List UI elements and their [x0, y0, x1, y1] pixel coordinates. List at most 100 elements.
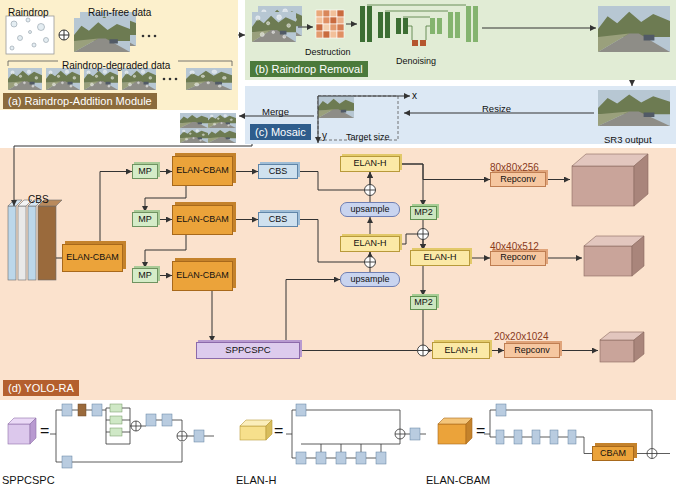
elan-cbam-block: CBAM — [592, 446, 634, 461]
annotation-text: SPPCSPC — [2, 474, 55, 486]
cbs-slabs — [8, 200, 22, 206]
sppcspc-structure — [50, 408, 214, 462]
connector — [14, 144, 252, 206]
block-label: Repconv — [500, 253, 536, 263]
output-tensor — [634, 332, 644, 362]
sppcspc-structure — [131, 421, 187, 441]
sppcspc-icon — [8, 418, 36, 444]
rain-free-images — [142, 35, 157, 38]
block-label: MP — [138, 271, 152, 281]
block-label: ELAN-H — [353, 239, 386, 249]
label-slot: Rain-free data — [88, 2, 151, 20]
block-label: Repconv — [500, 175, 536, 185]
denoising-network — [430, 6, 478, 42]
elan-cbam-block: ELAN-CBAM — [172, 156, 233, 186]
elan-cbam-block: ELAN-CBAM — [172, 205, 233, 235]
destruction-grid — [323, 24, 330, 31]
annotation-text: Raindrop-degraded data — [62, 60, 170, 71]
sppcspc-structure — [131, 421, 141, 431]
connector — [423, 310, 432, 351]
annotation-text: 80x80x256 — [490, 162, 539, 173]
panel-title: (b) Raindrop Removal — [250, 61, 368, 77]
output-tensor — [634, 154, 648, 206]
sppcspc-structure — [62, 404, 204, 468]
sppcspc-structure — [50, 404, 214, 468]
cbs-slabs — [38, 200, 62, 206]
module-panel: (b) Raindrop Removal — [245, 0, 676, 80]
repconv-block: Repconv — [490, 172, 546, 187]
degraded-images — [175, 78, 178, 81]
destruction-grid — [316, 31, 323, 38]
destruction-grid — [330, 24, 337, 31]
target-frame — [318, 96, 410, 143]
annotation-text: ELAN-H — [236, 474, 276, 486]
destruction-grid — [337, 17, 344, 24]
raindrop-image — [11, 21, 17, 27]
block-label: upsample — [350, 275, 389, 285]
denoising-network — [437, 18, 442, 34]
degraded-images — [122, 68, 156, 90]
add-symbol — [59, 30, 69, 40]
connector — [298, 220, 370, 263]
label-slot: Merge — [262, 101, 289, 119]
connector — [145, 235, 186, 268]
sppcspc-structure — [194, 430, 204, 442]
connector — [370, 172, 371, 202]
degraded-images — [46, 68, 80, 90]
add-symbol — [59, 30, 69, 40]
block-label: ELAN-CBAM — [176, 215, 229, 225]
raindrop-image — [44, 38, 49, 43]
cbs-block: CBS — [258, 212, 298, 227]
concat-symbols — [365, 185, 376, 196]
concat-symbols — [418, 345, 429, 356]
elan-h-block: ELAN-H — [340, 236, 400, 252]
raindrop-image — [29, 31, 32, 34]
concat-symbols — [365, 185, 376, 196]
output-tensor — [584, 236, 644, 246]
label-slot: y — [322, 125, 327, 143]
label-slot: Denoising — [396, 50, 436, 68]
flow-arrow — [482, 28, 596, 29]
connector — [158, 171, 172, 172]
denoising-network — [367, 5, 466, 17]
elan-h-icon — [240, 426, 266, 440]
mosaic-image — [208, 128, 236, 143]
mosaic-image — [180, 113, 208, 128]
elan-h-structure — [296, 404, 420, 464]
elan-h-structure — [286, 410, 426, 458]
rain-free-images — [148, 35, 151, 38]
flow-arrow — [298, 27, 313, 28]
destruction-grid — [316, 10, 323, 17]
sppcspc-icon — [30, 418, 36, 444]
destruction-grid — [316, 10, 344, 38]
concat-symbols — [418, 229, 429, 240]
raindrop-image — [26, 18, 30, 22]
label-slot: 20x20x1024 — [494, 326, 549, 344]
destruction-grid — [330, 10, 337, 17]
connector — [233, 219, 258, 220]
elan-h-structure — [395, 429, 405, 439]
output-tensor — [600, 332, 644, 340]
elan-cbam-block: ELAN-CBAM — [62, 244, 123, 272]
denoising-network — [396, 18, 401, 34]
concat-symbols — [365, 257, 376, 268]
label-slot: SR3 output — [604, 129, 652, 147]
sppcspc-structure — [162, 414, 172, 426]
annotation-text: Denoising — [396, 56, 436, 66]
denoising-network — [360, 6, 365, 42]
block-label: CBS — [269, 215, 288, 225]
label-slot: Target size — [346, 126, 390, 144]
block-label: MP2 — [414, 208, 433, 218]
block-label: MP — [138, 215, 152, 225]
elan-h-icon — [240, 420, 272, 426]
block-label: ELAN-H — [353, 159, 386, 169]
annotation-text: = — [274, 422, 283, 439]
raindrop-image — [6, 16, 54, 54]
cbs-slabs — [38, 206, 56, 280]
elan-h-structure — [316, 452, 326, 464]
elan-h-structure — [356, 452, 366, 464]
cbs-slabs — [8, 206, 16, 280]
sppcspc-structure — [146, 414, 156, 426]
